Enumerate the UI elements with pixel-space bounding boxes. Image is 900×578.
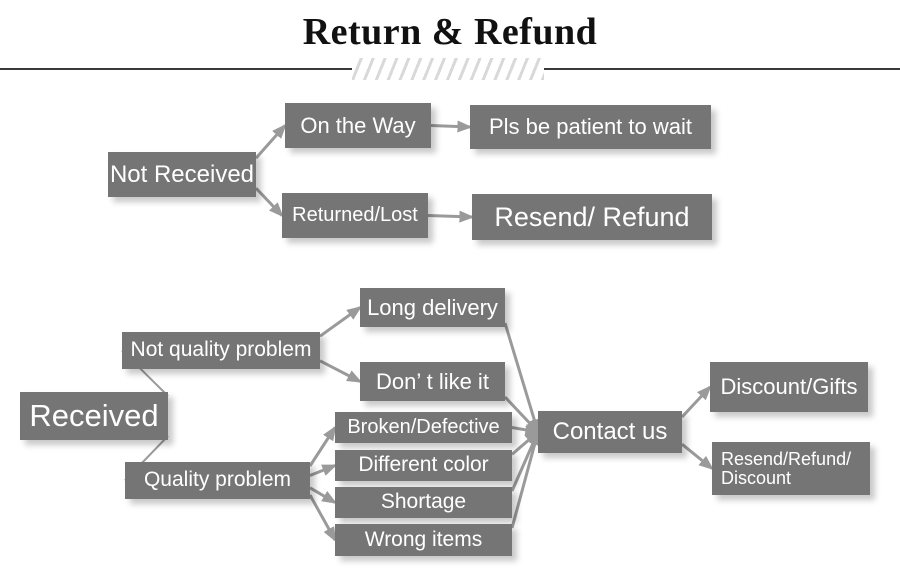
flow-node-label: Shortage [380, 490, 467, 514]
flow-node-label: Long delivery [367, 294, 498, 320]
divider-line-left [0, 68, 352, 70]
hatch-ornament [352, 58, 544, 80]
flow-node-label: Wrong items [364, 527, 483, 551]
flow-node-label: Not quality problem [130, 338, 312, 362]
flow-node-not-quality: Not quality problem [122, 332, 320, 369]
flow-node-label: Quality problem [143, 468, 292, 492]
divider-line-right [544, 68, 900, 70]
flow-node-on-the-way: On the Way [285, 103, 431, 148]
flow-node-wrong-items: Wrong items [335, 524, 512, 556]
flow-node-label: Discount/Gifts [720, 374, 858, 400]
flow-node-label: Don’ t like it [376, 368, 489, 394]
flow-node-not-received: Not Received [108, 152, 256, 197]
flow-node-resend-refund-discount: Resend/Refund/ Discount [712, 442, 870, 495]
flow-node-returned-lost: Returned/Lost [282, 193, 428, 238]
flow-node-label: Received [29, 397, 159, 433]
connector-quality-problem-to-broken-defective [308, 425, 337, 467]
connector-returned-lost-to-resend-refund [427, 210, 475, 223]
flow-node-resend-refund: Resend/ Refund [472, 194, 712, 240]
flow-node-label: Not Received [109, 160, 255, 188]
flow-node-label: Contact us [552, 418, 668, 446]
connector-not-quality-to-long-delivery [319, 306, 362, 338]
flow-node-label: Different color [358, 453, 489, 477]
flow-node-dont-like-it: Don’ t like it [360, 362, 505, 401]
flow-node-discount-gifts: Discount/Gifts [710, 362, 868, 412]
flow-node-long-delivery: Long delivery [360, 288, 505, 327]
flow-node-label: Pls be patient to wait [488, 114, 692, 140]
connector-contact-us-to-discount-gifts [680, 385, 712, 419]
flow-node-shortage: Shortage [335, 487, 512, 518]
flow-node-pls-be-patient: Pls be patient to wait [470, 105, 711, 149]
flow-node-label: Resend/ Refund [494, 201, 690, 232]
flow-node-label: Resend/Refund/ Discount [721, 448, 852, 488]
connector-long-delivery-to-contact-us [503, 322, 541, 435]
flow-node-label: On the Way [300, 112, 416, 138]
flow-node-label: Broken/Defective [347, 416, 500, 438]
connector-not-received-to-on-the-way [254, 123, 287, 160]
connector-on-the-way-to-pls-be-patient [430, 120, 473, 133]
flow-node-broken-defective: Broken/Defective [335, 412, 512, 443]
connector-not-received-to-returned-lost [254, 187, 284, 218]
connector-quality-problem-to-wrong-items [308, 494, 337, 543]
flow-node-label: Returned/Lost [292, 204, 418, 226]
connector-contact-us-to-resend-refund-discount [681, 443, 714, 471]
connector-wrong-items-to-contact-us [510, 429, 541, 529]
connector-not-quality-to-dont-like-it [319, 359, 363, 383]
flow-node-different-color: Different color [335, 450, 512, 481]
connector-quality-problem-to-shortage [309, 486, 338, 504]
connector-quality-problem-to-different-color [309, 464, 338, 477]
flow-node-quality-problem: Quality problem [125, 462, 310, 499]
flow-node-contact-us: Contact us [538, 411, 682, 453]
page-title: Return & Refund [302, 11, 598, 53]
flow-node-received: Received [20, 392, 168, 440]
